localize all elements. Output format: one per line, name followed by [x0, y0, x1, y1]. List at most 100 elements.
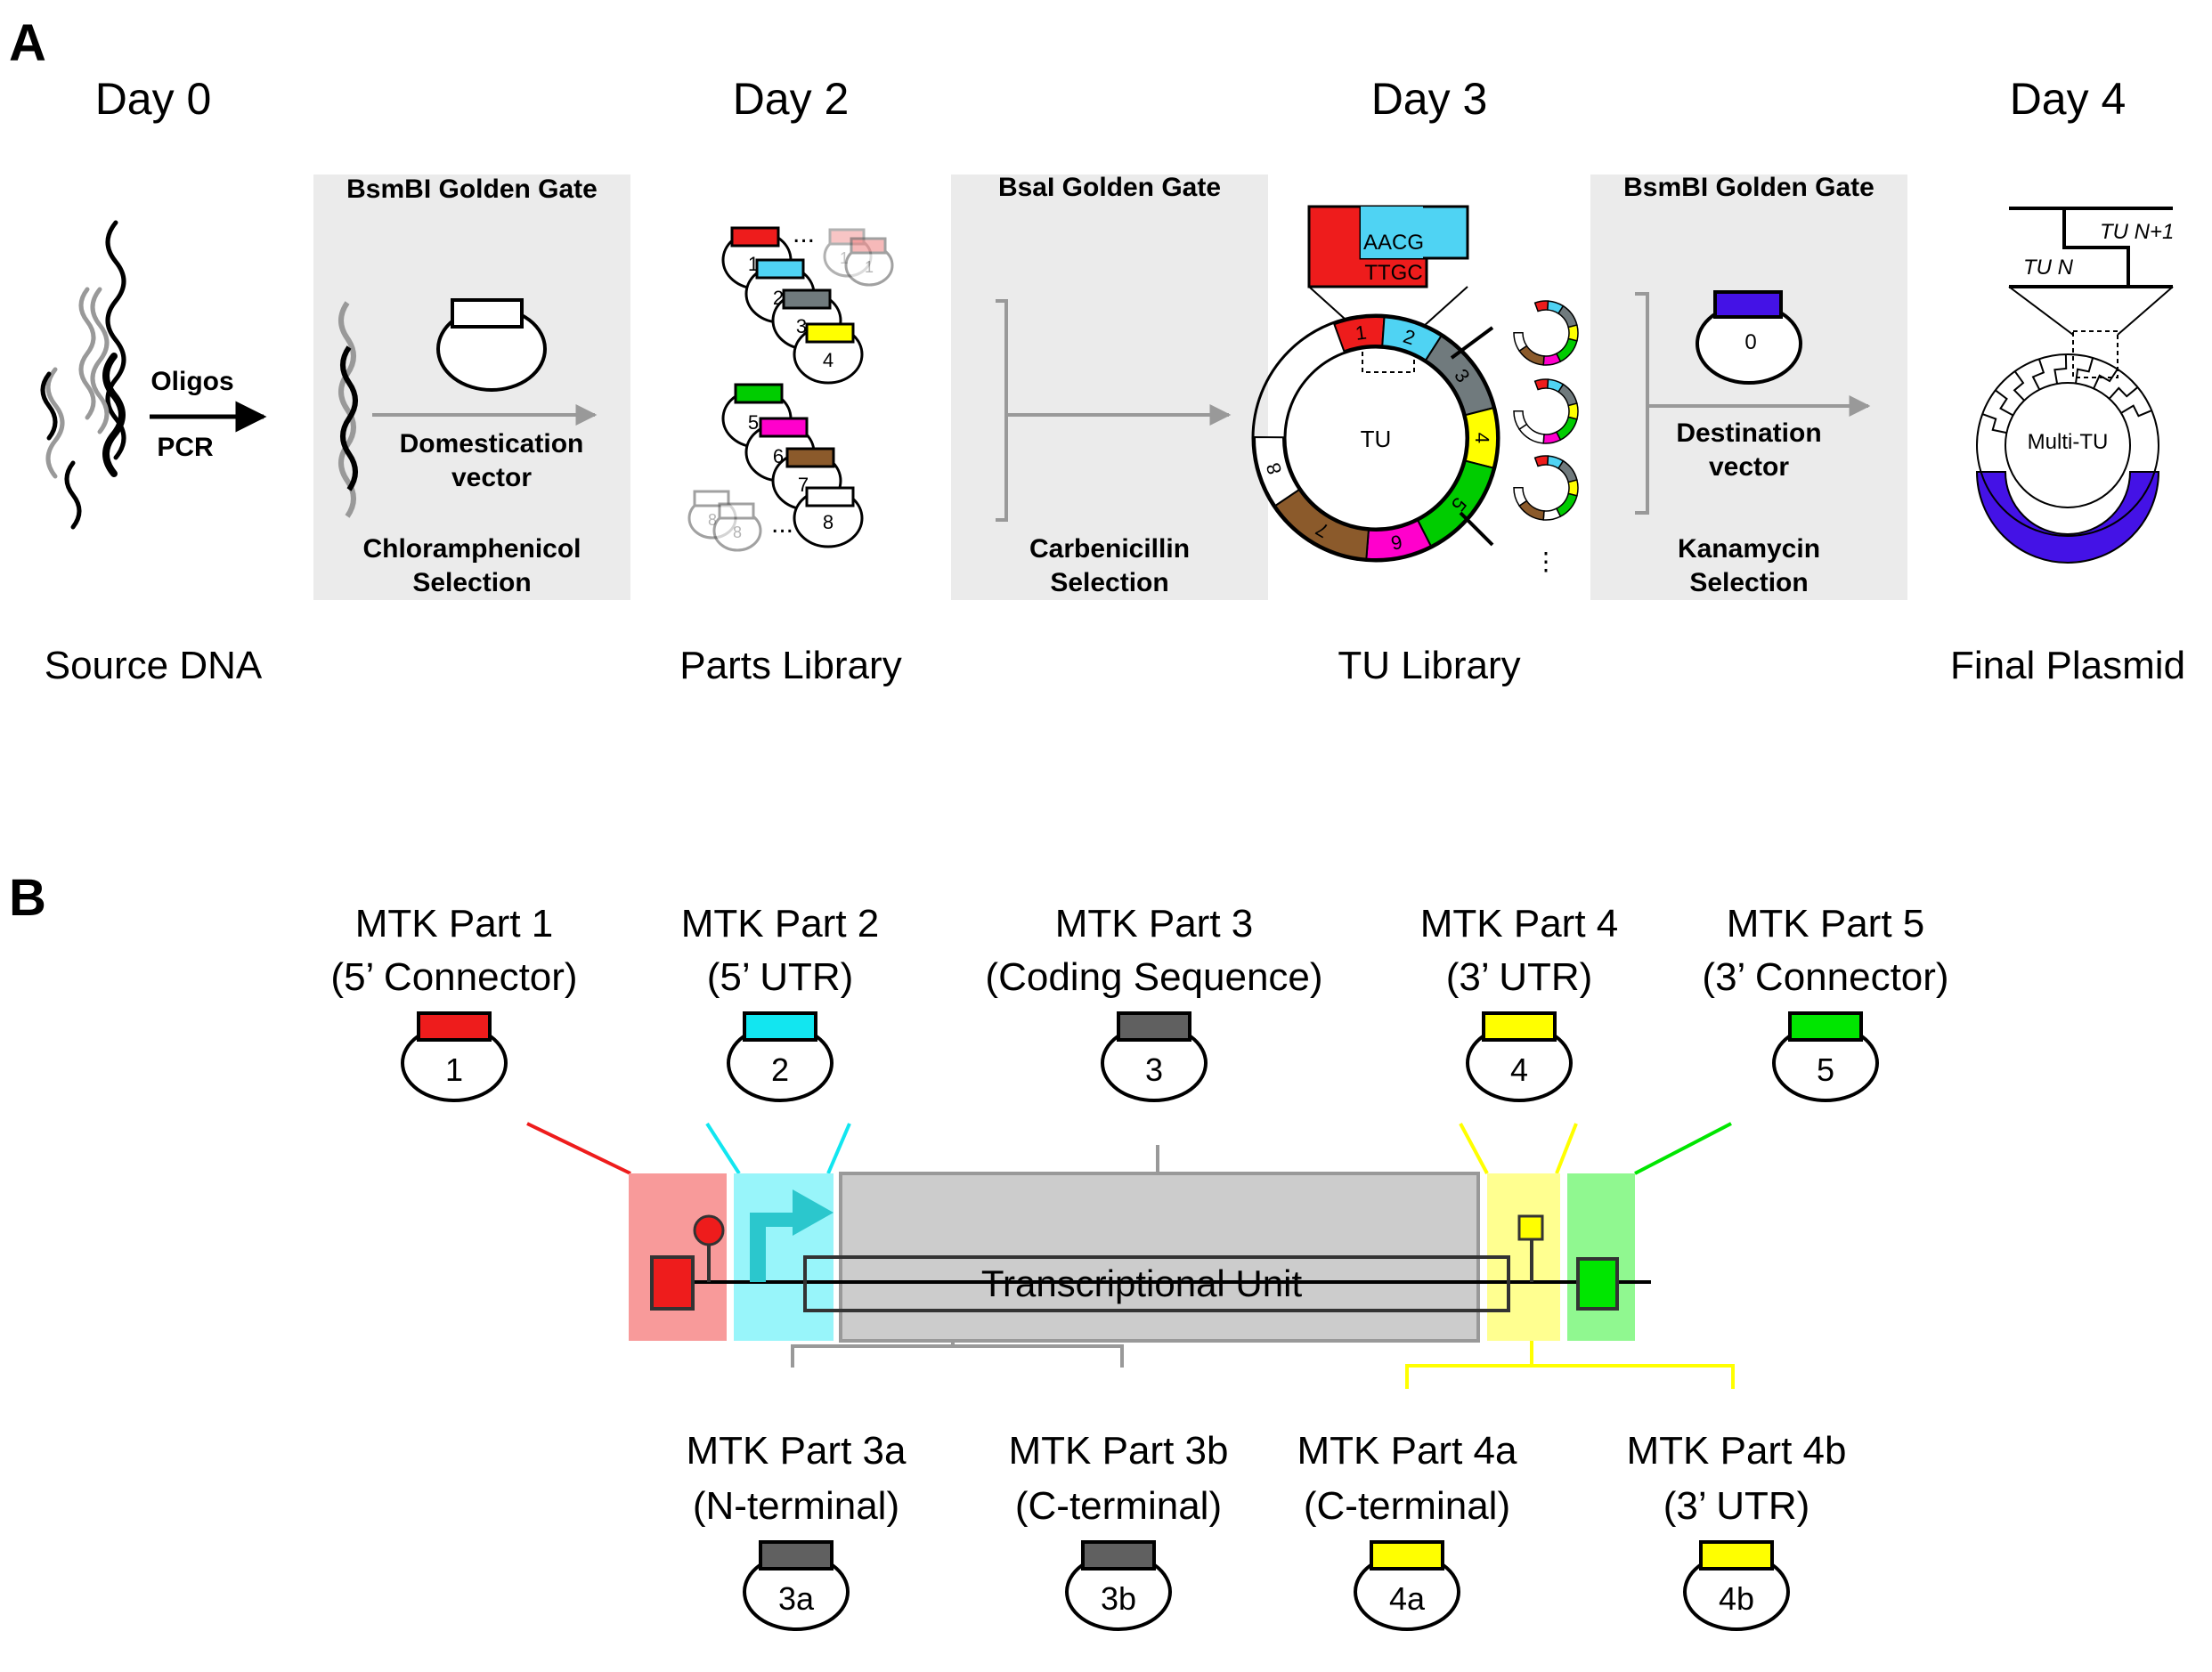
- day-0-label: Day 0: [95, 74, 212, 124]
- box1-vector-line1: Domestication: [400, 429, 584, 459]
- svg-text:8: 8: [733, 524, 742, 541]
- top-part-4-plasmid-number: 4: [1510, 1051, 1528, 1088]
- top-part-4-plasmid: 4: [1466, 1011, 1573, 1102]
- top-part-2-plasmid-number: 2: [771, 1051, 789, 1088]
- box1-selection-line1: Chloramphenicol: [362, 534, 581, 564]
- box1-selection-line2: Selection: [412, 568, 531, 597]
- bottom-part-3a-subtitle: (N-terminal): [693, 1484, 899, 1528]
- final-plasmid: TU N+1 TU N Multi-TU: [1975, 207, 2174, 564]
- box3-selection-line1: Kanamycin: [1678, 534, 1820, 564]
- final-plasmid-junctions: [1981, 354, 2152, 434]
- part-plasmid-4: 4: [793, 322, 864, 385]
- pcr-label: PCR: [157, 433, 214, 462]
- top-part-3-plasmid-number: 3: [1145, 1051, 1163, 1088]
- bottom-parts: MTK Part 3a (N-terminal) 3a MTK Part 3b (C-t…: [687, 1429, 1846, 1631]
- faded-part-1b: 1: [844, 237, 894, 287]
- bottom-part-4b-plasmid: 4b: [1683, 1540, 1790, 1631]
- box3-title: BsmBI Golden Gate: [1623, 173, 1875, 202]
- bottom-part-3a-plasmid-number: 3a: [778, 1580, 815, 1617]
- panel-b-label: B: [9, 869, 46, 927]
- bottom-part-3a-plasmid: 3a: [743, 1540, 850, 1631]
- part-plasmid-8: 8: [793, 486, 864, 548]
- bsmbi-box-2: BsmBI Golden Gate 0 Destination vector K…: [1590, 173, 1907, 600]
- parts-library: 1 1 ... 1 2 3: [687, 219, 894, 552]
- mini-tu-plasmid-1: [1513, 300, 1579, 366]
- part-plasmid-3: 3: [771, 288, 842, 351]
- tu-library-mini-plasmids: [1513, 300, 1579, 521]
- oligos-label: Oligos: [150, 367, 233, 396]
- box2-selection-line2: Selection: [1050, 568, 1168, 597]
- bsai-box: BsaI Golden Gate Carbenicillin Selection: [951, 173, 1268, 600]
- top-part-5-title: MTK Part 5: [1727, 902, 1925, 946]
- multi-tu-label: Multi-TU: [2028, 430, 2109, 454]
- bottom-part-4b-plasmid-number: 4b: [1719, 1580, 1754, 1617]
- top-part-2-title: MTK Part 2: [681, 902, 880, 946]
- box1-title: BsmBI Golden Gate: [346, 175, 598, 204]
- svg-text:1: 1: [865, 258, 874, 276]
- panel-a: A Day 0 Day 2 Day 3 Day 4 Oligos PCR Bsm…: [9, 14, 2185, 687]
- transcriptional-unit-box: [803, 1255, 1510, 1312]
- svg-text:8: 8: [708, 511, 717, 529]
- day-3-label: Day 3: [1371, 74, 1488, 124]
- overhang-bottom: TTGC: [1364, 261, 1422, 285]
- bottom-part-4a-title: MTK Part 4a: [1297, 1429, 1517, 1473]
- source-dna-squiggles: [40, 220, 126, 530]
- box1-vector-line2: vector: [451, 463, 532, 492]
- part1-symbol: [650, 1255, 695, 1311]
- day-2-label: Day 2: [733, 74, 850, 124]
- top-part-1-plasmid: 1: [401, 1011, 508, 1102]
- bottom-part-3b-title: MTK Part 3b: [1009, 1429, 1229, 1473]
- top-part-1-plasmid-number: 1: [445, 1051, 463, 1088]
- top-part-4-subtitle: (3’ UTR): [1446, 955, 1593, 999]
- tu-center-label: TU: [1361, 426, 1392, 452]
- bottom-part-4b-subtitle: (3’ UTR): [1663, 1484, 1810, 1528]
- faded-part-8b: 8: [712, 502, 762, 552]
- parts-library-label: Parts Library: [679, 644, 901, 687]
- bottom-part-3b-subtitle: (C-terminal): [1015, 1484, 1222, 1528]
- svg-text:5: 5: [748, 411, 759, 434]
- svg-text:3: 3: [796, 315, 807, 337]
- svg-text:4: 4: [823, 349, 834, 371]
- part5-symbol: [1576, 1257, 1619, 1311]
- top-part-1-subtitle: (5’ Connector): [330, 955, 577, 999]
- box2-selection-line1: Carbenicillin: [1029, 534, 1190, 564]
- promoter-arrow-icon: [750, 1189, 834, 1282]
- top-part-4-title: MTK Part 4: [1420, 902, 1619, 946]
- destination-part-label: 0: [1744, 330, 1756, 354]
- tu-n-label: TU N: [2023, 256, 2074, 280]
- transcriptional-unit-label: Transcriptional Unit: [981, 1262, 1303, 1304]
- parts-ellipsis-bottom: ...: [771, 509, 793, 539]
- tu-segment-8: [1253, 435, 1301, 507]
- tu-segment-label-1: 1: [1354, 321, 1369, 344]
- box3-selection-line2: Selection: [1689, 568, 1808, 597]
- svg-text:8: 8: [823, 511, 834, 533]
- top-part-2-subtitle: (5’ UTR): [707, 955, 854, 999]
- destination-backbone-arc: [1975, 471, 2160, 564]
- bottom-part-4a-plasmid: 4a: [1354, 1540, 1460, 1631]
- box3-vector-line1: Destination: [1676, 418, 1821, 448]
- mini-tu-plasmid-2: [1513, 378, 1579, 444]
- bottom-part-3b-plasmid: 3b: [1065, 1540, 1172, 1631]
- top-part-5-plasmid: 5: [1772, 1011, 1879, 1102]
- part1-terminator-dot: [693, 1214, 725, 1246]
- top-part-3-title: MTK Part 3: [1055, 902, 1254, 946]
- bsmbi-box-1: BsmBI Golden Gate Domestication vector C…: [313, 175, 630, 600]
- bottom-part-4a-subtitle: (C-terminal): [1304, 1484, 1510, 1528]
- part4-symbol: [1517, 1214, 1544, 1241]
- top-part-3-plasmid: 3: [1101, 1011, 1208, 1102]
- bottom-part-3a-title: MTK Part 3a: [687, 1429, 907, 1473]
- tu-library-label: TU Library: [1338, 644, 1520, 687]
- overhang-top: AACG: [1363, 231, 1424, 255]
- final-plasmid-label: Final Plasmid: [1950, 644, 2185, 687]
- top-part-2-plasmid: 2: [727, 1011, 834, 1102]
- svg-text:1: 1: [840, 249, 849, 267]
- tu-segment-label-4: 4: [1471, 433, 1493, 443]
- panel-a-label: A: [9, 14, 46, 72]
- top-part-3-subtitle: (Coding Sequence): [985, 955, 1322, 999]
- top-part-5-subtitle: (3’ Connector): [1702, 955, 1948, 999]
- mini-tu-plasmid-3: [1513, 455, 1579, 521]
